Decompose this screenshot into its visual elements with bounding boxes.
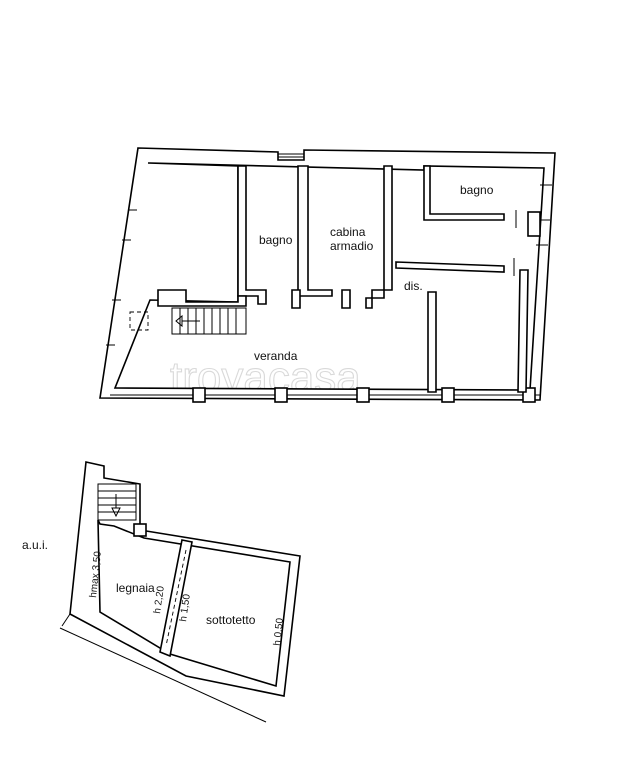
room-label-armadio: armadio	[330, 239, 374, 253]
pier	[356, 387, 370, 403]
upper-floor-plan: bagno cabina armadio bagno dis. veranda	[99, 147, 556, 403]
room-label-bagno-2: bagno	[460, 183, 494, 197]
cabina-door-jamb	[291, 289, 301, 309]
chimney-block	[133, 523, 147, 537]
staircase	[171, 307, 247, 335]
room-label-legnaia: legnaia	[116, 581, 155, 595]
height-h150: h 1,50	[178, 593, 193, 622]
attic-staircase	[97, 483, 137, 521]
room-label-dis: dis.	[404, 279, 423, 293]
room-label-sottotetto: sottotetto	[206, 613, 256, 627]
room-label-bagno: bagno	[259, 233, 293, 247]
height-h220: h 2,20	[152, 585, 167, 614]
terrain-line	[59, 627, 267, 723]
window-box	[527, 211, 541, 237]
cabina-wall-right	[341, 289, 351, 309]
stair-landing-wall	[157, 289, 247, 307]
dashed-line	[165, 549, 187, 647]
dis-corridor-wall	[427, 291, 437, 393]
pier	[192, 387, 206, 403]
partition-cabina-dis	[365, 165, 393, 309]
pier	[441, 387, 455, 403]
dashed-box	[129, 311, 149, 331]
height-h050: h 0,50	[272, 617, 286, 646]
lower-floor-plan: a.u.i. hmax 3,50 h 2,20 h 1,50 h 0,50 le…	[22, 461, 301, 723]
pier	[274, 387, 288, 403]
right-room-wall	[517, 269, 529, 393]
partition-bagno-cabina	[297, 165, 333, 297]
room-label-veranda: veranda	[254, 349, 298, 363]
label-aui: a.u.i.	[22, 538, 48, 552]
bagno2-bottom-wall	[395, 261, 505, 273]
height-hmax: hmax 3,50	[88, 550, 104, 598]
wall-stub	[61, 613, 71, 627]
bagno2-left-wall	[423, 165, 505, 221]
room-label-cabina: cabina	[330, 225, 366, 239]
